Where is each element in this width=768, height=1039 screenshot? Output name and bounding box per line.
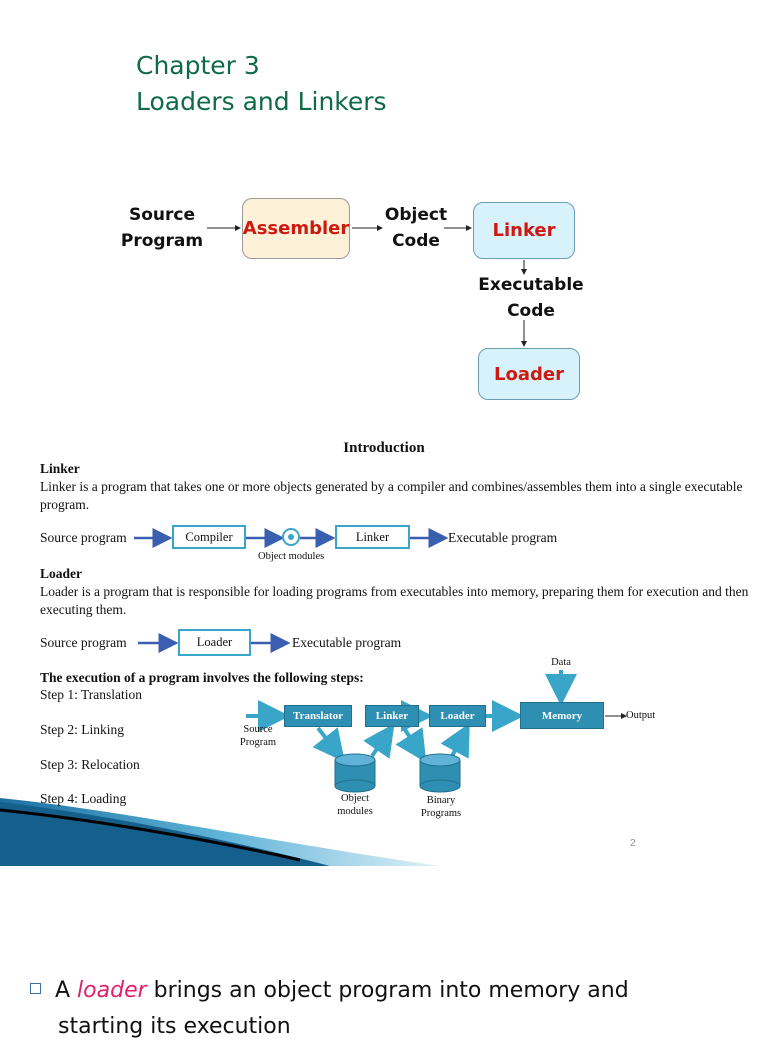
bullet-emphasis-loader: loader	[77, 978, 147, 1003]
compiler-box: Compiler	[172, 525, 246, 549]
diagram-loader-box: Loader	[429, 705, 486, 727]
executable-line-1: Executable	[478, 275, 584, 295]
title-line-2: Loaders and Linkers	[136, 87, 387, 116]
slide-introduction: Introduction Linker Linker is a program …	[0, 430, 768, 866]
bullet-continuation-cut: starting its execution	[58, 1014, 291, 1039]
diagram-source-program-label: Source Program	[236, 723, 280, 749]
slide-swoosh-black-line	[0, 808, 301, 862]
source-program-label: Source Program	[116, 202, 208, 254]
object-modules-line-2: modules	[337, 806, 373, 817]
slide-loader-definition: A loader brings an object program into m…	[0, 866, 768, 1039]
slide-title: Chapter 3 Loaders and Linkers	[136, 48, 387, 120]
loader-box: Loader	[478, 348, 580, 400]
flow-arrows	[207, 225, 527, 347]
bullet-rest: brings an object program into memory and	[146, 978, 629, 1003]
loader-flow-source: Source program	[40, 635, 127, 650]
steps-heading: The execution of a program involves the …	[40, 670, 364, 685]
step-1: Step 1: Translation	[40, 687, 143, 702]
diagram-linker-box: Linker	[365, 705, 419, 727]
slide-chapter-title: Chapter 3 Loaders and Linkers Source Pro…	[0, 0, 768, 430]
linker-heading: Linker	[40, 461, 80, 476]
linker-paragraph: Linker is a program that takes one or mo…	[40, 479, 743, 512]
object-line-2: Code	[392, 231, 440, 251]
arrow-translator-to-object	[312, 726, 345, 763]
loader-flow-output: Executable program	[292, 635, 402, 650]
assembler-box: Assembler	[242, 198, 350, 259]
binary-programs-label: Binary Programs	[414, 794, 468, 820]
object-modules-caption: Object modules	[258, 551, 325, 562]
page-number: 2	[630, 838, 636, 849]
source-line-2: Program	[120, 231, 204, 251]
object-modules-disc-icon	[282, 528, 300, 546]
object-modules-line-1: Object	[341, 793, 369, 804]
bullet-prefix: A	[55, 978, 78, 1003]
arrow-object-to-linker	[363, 723, 395, 759]
diagram-source-line-2: Program	[239, 737, 277, 748]
object-modules-cylinder-icon	[334, 753, 376, 793]
title-line-1: Chapter 3	[136, 51, 260, 80]
diagram-source-line-1: Source	[243, 724, 273, 735]
executable-code-label: Executable Code	[470, 272, 592, 324]
step-4: Step 4: Loading	[40, 791, 127, 806]
source-line-1: Source	[128, 205, 196, 225]
arrow-binary-to-loader	[440, 722, 470, 759]
object-modules-label: Object modules	[330, 792, 380, 818]
bullet-square-icon	[30, 982, 41, 994]
introduction-graphics	[0, 528, 627, 866]
object-line-1: Object	[384, 205, 448, 225]
linker-flow-source: Source program	[40, 530, 127, 545]
executable-line-2: Code	[507, 301, 555, 321]
arrow-linker-to-binary	[395, 726, 427, 763]
loader-paragraph: Loader is a program that is responsible …	[40, 584, 749, 617]
introduction-heading: Introduction	[343, 440, 425, 456]
memory-box: Memory	[520, 702, 604, 729]
translator-box: Translator	[284, 705, 352, 727]
step-2: Step 2: Linking	[40, 722, 124, 737]
binary-programs-line-1: Binary	[426, 795, 456, 806]
binary-programs-cylinder-icon	[419, 753, 461, 793]
step-3: Step 3: Relocation	[40, 757, 140, 772]
linker-flow-output: Executable program	[448, 530, 558, 545]
loader-small-box: Loader	[178, 629, 251, 656]
binary-programs-line-2: Programs	[420, 808, 462, 819]
output-label: Output	[626, 710, 656, 721]
loader-heading: Loader	[40, 566, 82, 581]
data-label: Data	[551, 657, 571, 668]
linker-small-box: Linker	[335, 525, 410, 549]
bullet-loader-definition: A loader brings an object program into m…	[30, 978, 629, 1003]
object-code-label: Object Code	[380, 202, 452, 254]
linker-box: Linker	[473, 202, 575, 259]
